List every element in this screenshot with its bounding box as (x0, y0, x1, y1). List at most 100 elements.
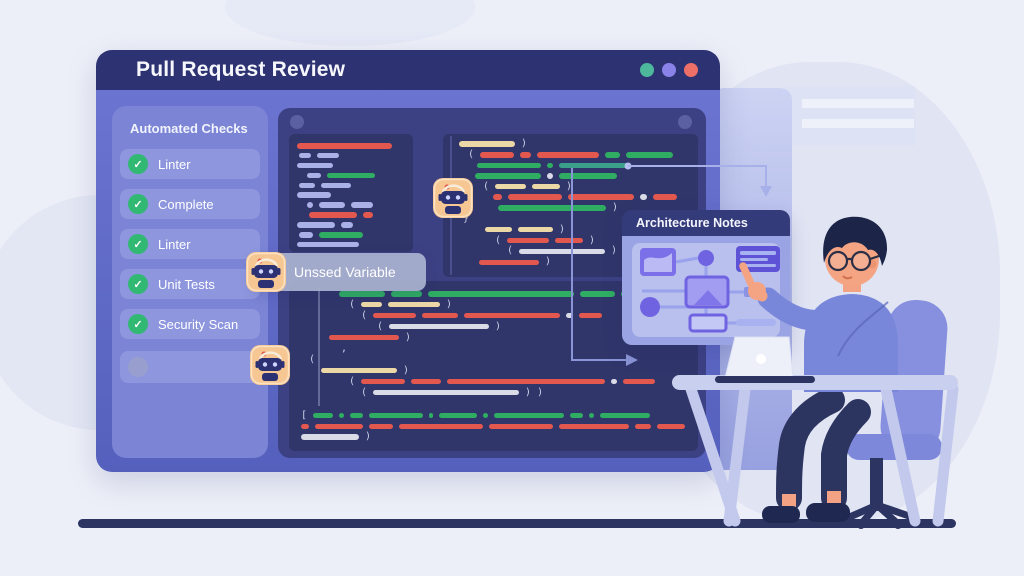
code-bar (626, 152, 674, 158)
sidebar-item-pending[interactable] (120, 351, 260, 383)
window-controls (640, 63, 698, 77)
code-line: ) (329, 331, 686, 343)
sidebar-item-label: Linter (158, 156, 191, 172)
code-glyph: ( (349, 375, 356, 387)
code-glyph: ) (405, 331, 412, 343)
code-line (493, 194, 686, 200)
code-bar (611, 378, 618, 385)
code-line: ( (468, 149, 686, 159)
code-bar (555, 237, 584, 244)
sidebar-item-label: Complete (158, 196, 214, 212)
code-glyph: ( (483, 180, 490, 192)
code-bar (600, 412, 651, 419)
code-bar (321, 182, 351, 189)
code-glyph: ) (495, 320, 502, 332)
code-bar (580, 291, 615, 297)
code-bar (566, 312, 574, 319)
code-glyph: ) (365, 431, 372, 442)
architecture-notes-panel: Architecture Notes (622, 210, 790, 345)
code-bar (635, 423, 651, 429)
code-glyph: , (341, 342, 348, 354)
window-control-dot[interactable] (640, 63, 654, 77)
code-line: ) (498, 201, 686, 213)
code-bar (388, 301, 441, 308)
code-bar (389, 323, 490, 330)
code-bar (519, 248, 606, 255)
bot-badge[interactable] (433, 178, 473, 218)
window-control-dot[interactable] (662, 63, 676, 77)
code-line (301, 423, 686, 429)
sidebar-item-complete[interactable]: ✓ Complete (120, 189, 260, 219)
code-line (299, 232, 405, 238)
check-icon: ✓ (128, 314, 148, 334)
code-bar (518, 226, 553, 233)
code-line: } (463, 213, 686, 223)
code-glyph: [ (301, 409, 308, 421)
tooltip-leader-line (318, 288, 320, 406)
code-bar (475, 173, 541, 179)
code-bar (297, 222, 335, 228)
window-control-dot[interactable] (684, 63, 698, 77)
code-bar (321, 367, 397, 374)
code-bar (299, 152, 311, 159)
code-bar (301, 434, 359, 440)
code-glyph: ) (403, 364, 410, 376)
code-glyph: ( (361, 309, 368, 321)
code-line (309, 212, 405, 218)
bot-badge[interactable] (246, 252, 286, 292)
code-bar (373, 312, 417, 319)
code-bar (605, 152, 621, 158)
code-glyph: ( (309, 353, 316, 365)
code-bar (483, 412, 489, 419)
code-line (297, 143, 405, 149)
code-glyph: ( (361, 386, 368, 398)
code-glyph: ) (566, 180, 573, 192)
code-glyph: ( (377, 320, 384, 332)
code-bar (299, 182, 315, 189)
code-line (307, 202, 405, 208)
code-bar (439, 412, 478, 419)
check-icon: ✓ (128, 274, 148, 294)
bot-badge[interactable] (250, 345, 290, 385)
code-bar (653, 194, 677, 200)
code-glyph: ) (525, 386, 532, 398)
code-bar (494, 412, 565, 419)
code-line: ()) (361, 386, 686, 398)
code-bar (507, 237, 550, 244)
sidebar-item-unit-tests[interactable]: ✓Unit Tests (120, 269, 260, 299)
background-card (785, 86, 915, 146)
code-bar (317, 152, 339, 159)
code-panel-left (289, 134, 413, 252)
code-glyph: ) (545, 256, 552, 268)
code-bar (361, 378, 406, 385)
code-bar (570, 412, 584, 419)
code-bar (299, 232, 313, 238)
code-line (297, 192, 405, 198)
code-bar (297, 143, 392, 149)
code-glyph: ) (612, 201, 619, 213)
code-line: ) (459, 139, 686, 149)
code-bar (315, 423, 363, 429)
window-title: Pull Request Review (136, 58, 346, 81)
code-bar (339, 412, 345, 419)
sidebar-item-security-scan[interactable]: ✓ Security Scan (120, 309, 260, 339)
code-bar (361, 301, 383, 308)
code-line (307, 172, 405, 179)
code-bar (579, 312, 603, 319)
sidebar-item-linter[interactable]: ✓Linter (120, 149, 260, 179)
sidebar-item-label: Security Scan (158, 316, 239, 332)
background-card-stripe (802, 99, 914, 108)
code-bar (422, 312, 459, 319)
code-bar (640, 194, 647, 200)
code-bar (498, 205, 606, 211)
code-line (297, 162, 405, 169)
code-bar (301, 423, 309, 429)
sidebar-item-linter[interactable]: ✓Linter (120, 229, 260, 259)
check-icon: ✓ (128, 194, 148, 214)
code-glyph: ) (446, 298, 453, 310)
code-line: () (495, 235, 686, 245)
code-bar (329, 334, 399, 341)
automated-checks-sidebar: Automated Checks ✓Linter✓Complete✓Linter… (112, 106, 268, 458)
